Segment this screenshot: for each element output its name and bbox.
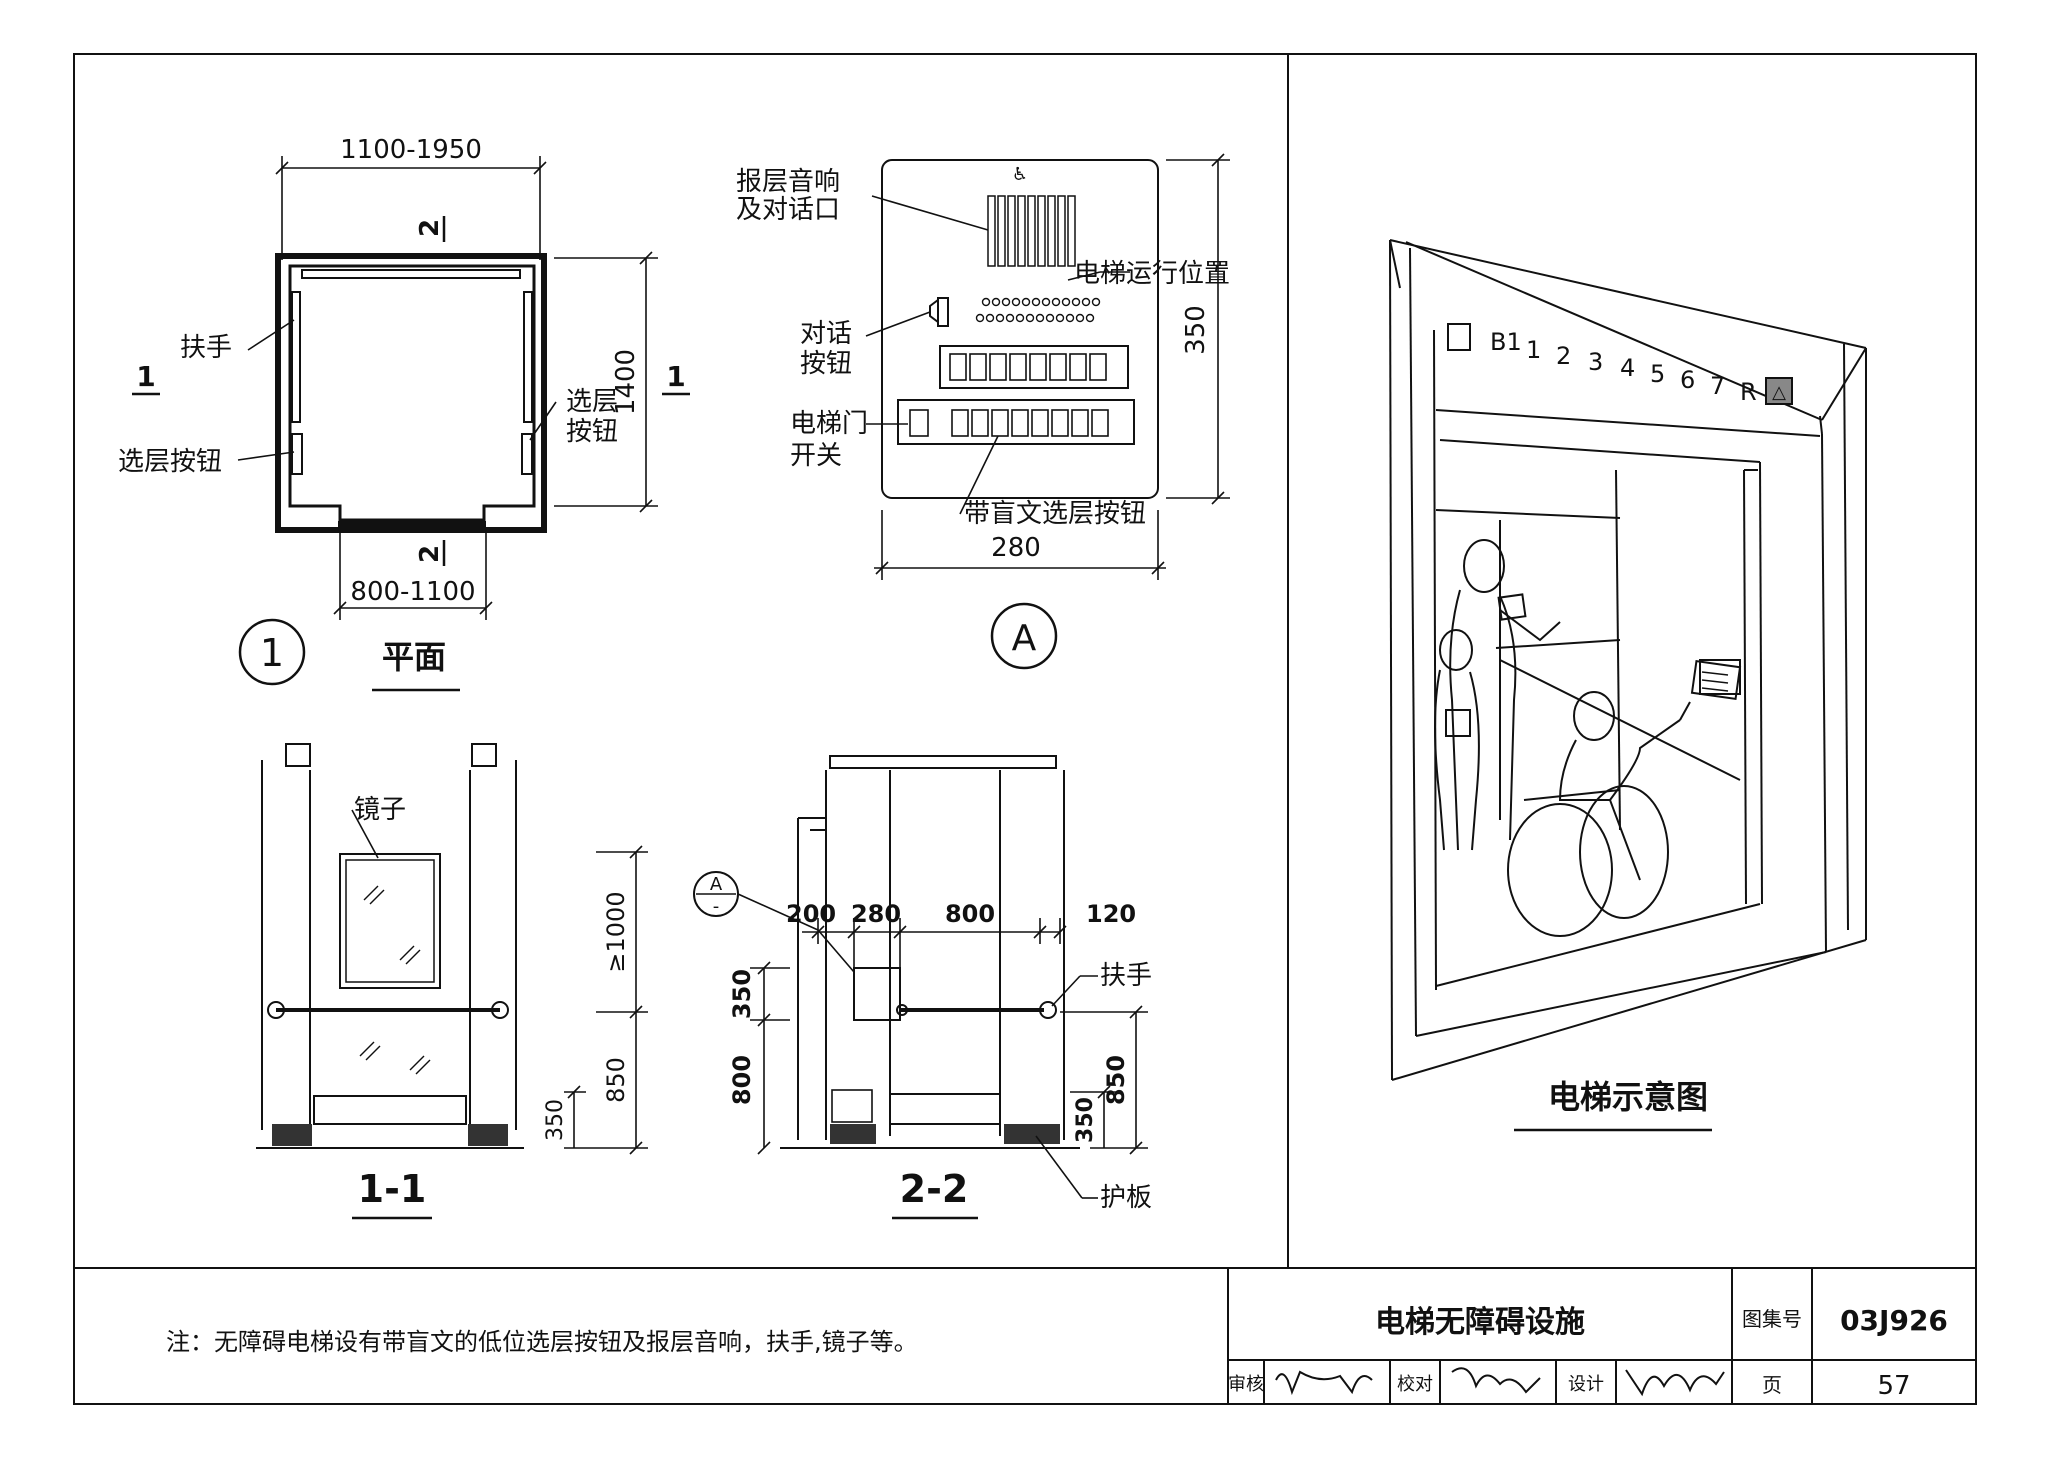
- atlas-number: 03J926: [1840, 1304, 1948, 1337]
- reviewer-signature: [1275, 1370, 1373, 1396]
- panel-door-label-1: 电梯门: [790, 409, 868, 439]
- plan-depth-dim: 1400: [611, 349, 641, 415]
- section11-mirror-label: 镜子: [354, 795, 406, 825]
- section22-dim-280: 280: [851, 900, 901, 928]
- floor-b1: B1: [1490, 328, 1522, 356]
- floor-2: 2: [1556, 342, 1571, 370]
- section11-dim-low: 350: [543, 1099, 568, 1141]
- panel-width-dim: 280: [991, 533, 1041, 563]
- plan-handrail-label: 扶手: [180, 333, 232, 363]
- section-1-1-view: 镜子 ≥1000 850 350 1-1: [256, 743, 648, 1220]
- section22-detail-ref-bottom: -: [713, 896, 720, 917]
- plan-button-label-right-2: 按钮: [566, 417, 618, 447]
- panel-braille-label: 带盲文选层按钮: [964, 499, 1146, 529]
- section22-dim-850-right: 850: [1102, 1055, 1130, 1105]
- floor-7: 7: [1710, 372, 1725, 400]
- section22-dim-350-right: 350: [1073, 1097, 1098, 1143]
- review-label: 审核: [1228, 1374, 1264, 1395]
- section22-dim-350-left: 350: [728, 969, 756, 1019]
- plan-view: 1100-1950 2 2 1 1 1400: [118, 135, 690, 692]
- floor-4: 4: [1620, 354, 1635, 382]
- panel-talk-label-1: 对话: [800, 319, 852, 349]
- up-arrow-icon: △: [1772, 382, 1786, 403]
- panel-position-label: 电梯运行位置: [1074, 259, 1230, 289]
- plan-width-dim: 1100-1950: [340, 135, 482, 165]
- floor-3: 3: [1588, 348, 1603, 376]
- panel-height-dim: 350: [1181, 305, 1211, 355]
- plan-title: 平面: [382, 638, 446, 676]
- checker-signature: [1451, 1367, 1541, 1394]
- floor-6: 6: [1680, 366, 1695, 394]
- plan-detail-number: 1: [260, 631, 284, 675]
- people-figures: [1434, 539, 1691, 937]
- drawing-title: 电梯无障碍设施: [1375, 1305, 1585, 1340]
- section22-dim-800-left: 800: [728, 1055, 756, 1105]
- panel-speaker-label-1: 报层音响: [736, 167, 840, 197]
- page-number: 57: [1877, 1371, 1910, 1401]
- design-label: 设计: [1568, 1374, 1604, 1395]
- section22-guard-label: 护板: [1100, 1183, 1152, 1213]
- section22-title: 2-2: [900, 1167, 969, 1211]
- section22-dim-800-top: 800: [945, 900, 995, 928]
- section11-title: 1-1: [358, 1167, 427, 1211]
- section22-handrail-label: 扶手: [1100, 961, 1152, 991]
- panel-speaker-label-2: 及对话口: [736, 195, 840, 225]
- section22-detail-ref-top: A: [710, 874, 723, 895]
- atlas-label: 图集号: [1742, 1307, 1802, 1331]
- section-2-2-view: 200 280 800 120 A - 350 800: [693, 755, 1152, 1220]
- plan-button-label-right-1: 选层: [566, 387, 618, 417]
- section22-dim-200: 200: [786, 900, 836, 928]
- designer-signature: [1625, 1369, 1725, 1397]
- panel-detail-letter: A: [1012, 618, 1037, 659]
- section11-dim-upper: ≥1000: [602, 891, 630, 972]
- control-panel-view: ♿: [736, 153, 1230, 670]
- panel-door-label-2: 开关: [790, 441, 842, 471]
- plan-section-mark-top: 2: [415, 219, 445, 237]
- section22-dim-120: 120: [1086, 900, 1136, 928]
- check-label: 校对: [1397, 1374, 1433, 1395]
- floor-1: 1: [1526, 336, 1541, 364]
- page-label: 页: [1762, 1373, 1782, 1397]
- plan-button-label-left: 选层按钮: [118, 447, 222, 477]
- sheet-frame: [73, 53, 1977, 1405]
- panel-talk-label-2: 按钮: [800, 349, 852, 379]
- floor-5: 5: [1650, 360, 1665, 388]
- floor-indicator: B1 1 2 3 4 5 6 7 R: [1490, 328, 1757, 406]
- plan-section-mark-bottom: 2: [415, 545, 445, 563]
- plan-door-dim: 800-1100: [350, 577, 475, 607]
- plan-section-mark-right: 1: [666, 360, 685, 393]
- perspective-title: 电梯示意图: [1548, 1078, 1708, 1116]
- accessibility-icon: ♿: [1012, 164, 1028, 185]
- note-text: 注：无障碍电梯设有带盲文的低位选层按钮及报层音响，扶手,镜子等。: [166, 1328, 918, 1356]
- elevator-perspective: △ B1 1 2 3 4 5 6 7 R: [1389, 239, 1867, 1132]
- plan-section-mark-left: 1: [136, 360, 155, 393]
- title-block: 注：无障碍电梯设有带盲文的低位选层按钮及报层音响，扶手,镜子等。 电梯无障碍设施…: [166, 1268, 1976, 1404]
- section11-dim-mid: 850: [602, 1057, 630, 1103]
- floor-r: R: [1740, 378, 1757, 406]
